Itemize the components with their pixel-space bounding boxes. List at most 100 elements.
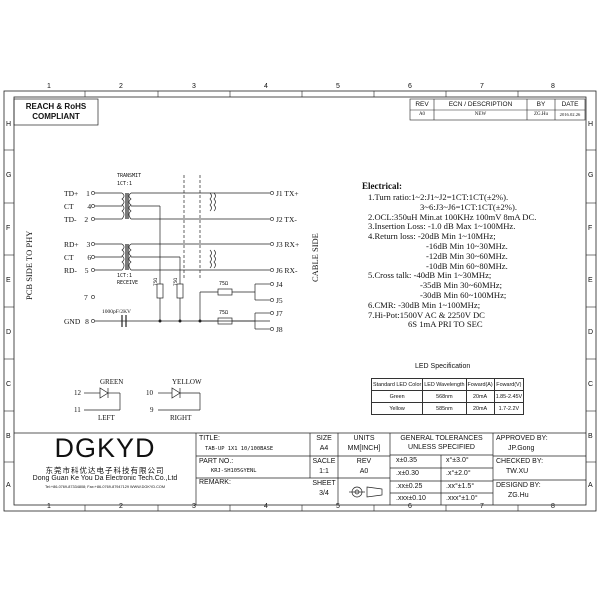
pin-j2: J2 TX-	[276, 215, 297, 224]
led-spec-title: LED Specification	[415, 363, 471, 370]
capacitor-label: 1000pF/2KV	[102, 309, 132, 315]
table-row: Green 568nm 20mA 1.85-2.45V	[370, 390, 525, 403]
pin-name: RD-	[64, 266, 77, 275]
col-label: 7	[480, 83, 484, 90]
inner-frame	[13, 96, 587, 506]
col-label: 8	[551, 83, 555, 90]
rev-label: REV	[356, 458, 372, 465]
spec-line: 7.Hi-Pot:1500V AC & 2250V DC	[368, 309, 485, 320]
resistor-label: 75Ω	[174, 277, 179, 286]
pin-name: CT	[64, 253, 74, 262]
yellow-led-pin-k: 9	[150, 406, 154, 414]
pin-ct-rx: CT 6	[64, 253, 91, 262]
spec-line: 4.Return loss: -20dB Min 1~10MHz;	[368, 231, 496, 242]
part-no-value: KRJ-SH105GYENL	[211, 468, 257, 474]
tolerances-title: GENERAL TOLERANCES	[400, 435, 483, 442]
resistor-label: 75Ω	[219, 281, 229, 287]
row-label: B	[6, 433, 11, 440]
row-label: A	[588, 482, 593, 489]
col-label: 2	[119, 503, 123, 510]
row-label: C	[588, 381, 594, 388]
tolerance-angular: .xx°±1.5°	[446, 483, 475, 490]
pin-j1: J1 TX+	[276, 189, 299, 198]
approved-by-value: JP.Gong	[508, 445, 535, 452]
tolerance-linear: .x±0.30	[396, 470, 419, 477]
pin-td-minus: TD- 2	[64, 215, 88, 224]
by-value: ZG.Hu	[533, 112, 549, 117]
row-label: F	[6, 225, 11, 232]
company-contact: Tel:+86-0769-87334808; Fax:+86-0769-8794…	[44, 485, 166, 489]
rev-value: A0	[418, 112, 426, 117]
pin-name: J1	[276, 189, 283, 198]
spec-line: 5.Cross talk: -40dB Min 1~30MHz;	[368, 270, 492, 281]
company-name-cn: 东莞市科优达电子科技有限公司	[45, 466, 165, 475]
scale-label: SACLE	[312, 458, 336, 465]
designed-by-value: ZG.Hu	[508, 492, 529, 499]
pin-number: 3	[86, 240, 91, 249]
right-led-label: RIGHT	[170, 414, 192, 422]
transmit-ratio: 1CT:1	[117, 181, 133, 187]
spec-line: 6.CMR: -30dB Min 1~100MHz;	[368, 299, 481, 310]
pin-name: TD+	[64, 189, 79, 198]
checked-by-value: TW.XU	[506, 468, 529, 475]
tolerance-linear: x±0.35	[396, 457, 417, 464]
column-ticks	[84, 91, 519, 511]
tolerance-linear: .xx±0.25	[396, 483, 423, 490]
rev-value-block: A0	[359, 468, 369, 475]
row-label: H	[588, 121, 594, 128]
table-cell: 568nm	[422, 390, 467, 403]
pin-rd-plus: RD+ 3	[64, 240, 90, 249]
checked-by-label: CHECKED BY:	[496, 458, 544, 465]
yellow-led-label: YELLOW	[172, 378, 202, 386]
pin-number: 5	[84, 266, 89, 275]
table-cell: 585nm	[422, 402, 467, 415]
pin-name: J3	[276, 240, 283, 249]
projection-symbol-icon	[349, 486, 383, 498]
reach-box	[13, 98, 99, 126]
remark-label: REMARK:	[199, 479, 231, 486]
pin-circles	[91, 191, 274, 331]
spec-line: -10dB Min 60~80MHz.	[426, 260, 508, 271]
cable-side-label: CABLE SIDE	[310, 233, 320, 282]
row-label: E	[588, 277, 593, 284]
table-cell: Yellow	[370, 402, 424, 415]
pin-name: RD+	[64, 240, 79, 249]
pin-number: 4	[87, 202, 92, 211]
title-value: TAB-UP 1X1 10/100BASE	[205, 446, 274, 452]
spec-line: -35dB Min 30~60MHz;	[420, 280, 502, 291]
row-label: D	[6, 329, 12, 336]
row-label: H	[6, 121, 12, 128]
spec-line: 3.Insertion Loss: -1.0 dB Max 1~100MHz.	[368, 221, 516, 232]
row-label: A	[6, 482, 11, 489]
scale-value: 1:1	[319, 468, 329, 475]
pin-number: 1	[86, 189, 90, 198]
col-label: 5	[336, 503, 340, 510]
table-cell: 1.7-2.2V	[493, 402, 525, 415]
led-symbols	[84, 387, 201, 411]
col-label: 1	[47, 503, 51, 510]
receive-label: RECEIVE	[117, 280, 139, 286]
rev-header: REV	[415, 101, 429, 108]
pin-j7: J7	[276, 309, 283, 318]
pin-name: J2	[276, 215, 283, 224]
tolerance-angular: .x°±2.0°	[446, 470, 471, 477]
pin-j4: J4	[276, 280, 283, 289]
pin-name: GND	[64, 317, 81, 326]
green-led-pin-a: 12	[74, 389, 81, 397]
pin-td-plus: TD+ 1	[64, 189, 90, 198]
spec-line: 1.Turn ratio:1~2:J1~J2=1CT:1CT(±2%).	[368, 192, 509, 202]
company-name-en: Dong Guan Ke You Da Electronic Tech.Co.,…	[32, 475, 178, 482]
title-label: TITLE:	[199, 435, 221, 442]
units-value: MM[INCH]	[347, 445, 381, 452]
pin-rd-minus: RD- 5	[64, 266, 89, 275]
table-row: Standard LED Color LED Wavelength Foward…	[370, 378, 525, 391]
table-cell: Green	[370, 390, 424, 403]
part-no-label: PART NO.:	[199, 458, 234, 465]
reach-rohs-label: REACH & RoHS COMPLIANT	[14, 102, 98, 122]
row-label: E	[6, 277, 11, 284]
col-label: 1	[47, 83, 51, 90]
pin-j5: J5	[276, 296, 283, 305]
size-value: A4	[319, 445, 329, 452]
green-led-pin-k: 11	[74, 406, 81, 414]
